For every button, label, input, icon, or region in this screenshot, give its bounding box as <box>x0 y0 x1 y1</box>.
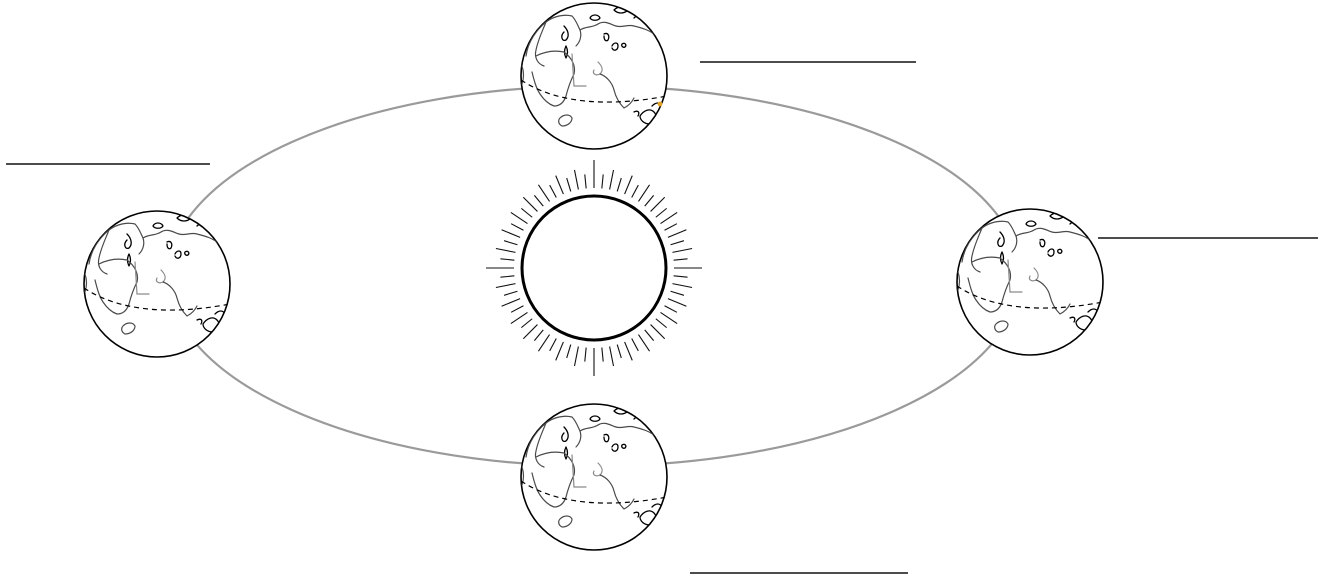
sun-ray <box>574 346 578 366</box>
sun-ray <box>502 230 520 238</box>
sun-ray <box>502 299 520 307</box>
sun-ray <box>661 312 678 323</box>
sun-ray <box>656 208 667 217</box>
sun-ray <box>602 174 603 188</box>
sun-ray <box>610 170 614 190</box>
sun-ray <box>645 195 654 206</box>
sun-ray <box>556 176 564 194</box>
sun-ray <box>556 342 564 360</box>
sun-ray <box>574 170 578 190</box>
sun-ray <box>500 259 514 260</box>
sun-ray <box>567 345 571 358</box>
sun <box>486 160 702 376</box>
sun-ray <box>511 312 528 323</box>
sun-ray <box>523 325 537 339</box>
sun-ray <box>672 284 692 288</box>
earth-globe-icon <box>521 404 667 550</box>
sun-ray <box>602 348 603 362</box>
sun-ray <box>632 185 639 197</box>
sun-ray <box>665 306 677 313</box>
sun-ray <box>638 185 649 202</box>
sun-ray <box>521 208 532 217</box>
sun-ray <box>617 178 621 191</box>
sun-ray <box>511 212 528 223</box>
earth-globe-icon <box>84 211 230 357</box>
sun-ray <box>550 339 557 351</box>
sun-ray <box>665 224 677 231</box>
sun-disk <box>522 196 666 340</box>
earth-globe-icon <box>521 3 667 149</box>
sun-ray <box>672 248 692 252</box>
sun-ray <box>671 241 684 245</box>
sun-ray <box>511 306 523 313</box>
sun-ray <box>651 325 665 339</box>
sun-ray <box>645 330 654 341</box>
sun-ray <box>500 276 514 277</box>
sun-ray <box>632 339 639 351</box>
sun-ray <box>538 335 549 352</box>
sun-ray <box>625 342 633 360</box>
sun-ray <box>617 345 621 358</box>
sun-ray <box>625 176 633 194</box>
earth-globe-icon <box>957 209 1103 355</box>
sun-ray <box>550 185 557 197</box>
sun-ray <box>585 174 586 188</box>
sun-ray <box>661 212 678 223</box>
sun-ray <box>496 284 516 288</box>
sun-ray <box>674 276 688 277</box>
sun-ray <box>668 299 686 307</box>
sun-ray <box>534 195 543 206</box>
sun-ray <box>651 197 665 211</box>
sun-ray <box>496 248 516 252</box>
sun-ray <box>668 230 686 238</box>
sun-ray <box>674 259 688 260</box>
sun-ray <box>538 185 549 202</box>
sun-ray <box>610 346 614 366</box>
sun-ray <box>511 224 523 231</box>
sun-ray <box>585 348 586 362</box>
sun-ray <box>534 330 543 341</box>
sun-ray <box>567 178 571 191</box>
sun-ray <box>521 319 532 328</box>
sun-ray <box>504 291 517 295</box>
sun-ray <box>656 319 667 328</box>
sun-ray <box>638 335 649 352</box>
sun-ray <box>504 241 517 245</box>
sun-ray <box>523 197 537 211</box>
sun-ray <box>671 291 684 295</box>
